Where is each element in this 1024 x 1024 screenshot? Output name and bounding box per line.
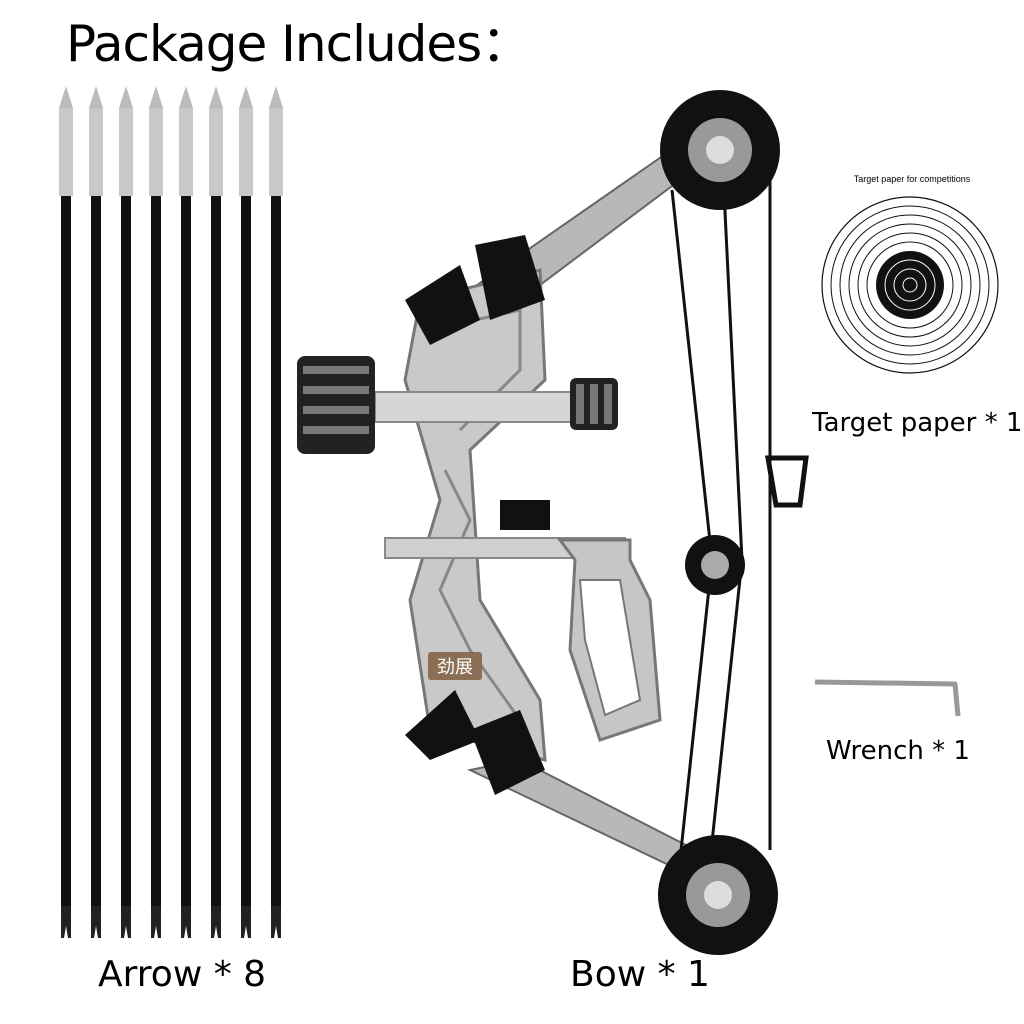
target-caption: Target paper for competitions: [853, 174, 971, 184]
target-paper-image: [821, 196, 999, 374]
arrow: [239, 86, 253, 938]
page-title: Package Includes：: [66, 15, 531, 73]
arrow-label: Arrow * 8: [98, 954, 267, 995]
bow-label: Bow * 1: [570, 954, 710, 995]
arrow: [59, 86, 73, 938]
bow-logo: 劲展: [437, 657, 473, 678]
arrow: [209, 86, 223, 938]
wrench-label: Wrench * 1: [826, 736, 970, 766]
arrow: [179, 86, 193, 938]
arrow: [149, 86, 163, 938]
target-label: Target paper * 1: [812, 408, 1023, 438]
arrow: [119, 86, 133, 938]
arrow: [89, 86, 103, 938]
wrench-image: [814, 679, 961, 717]
arrow: [269, 86, 283, 938]
